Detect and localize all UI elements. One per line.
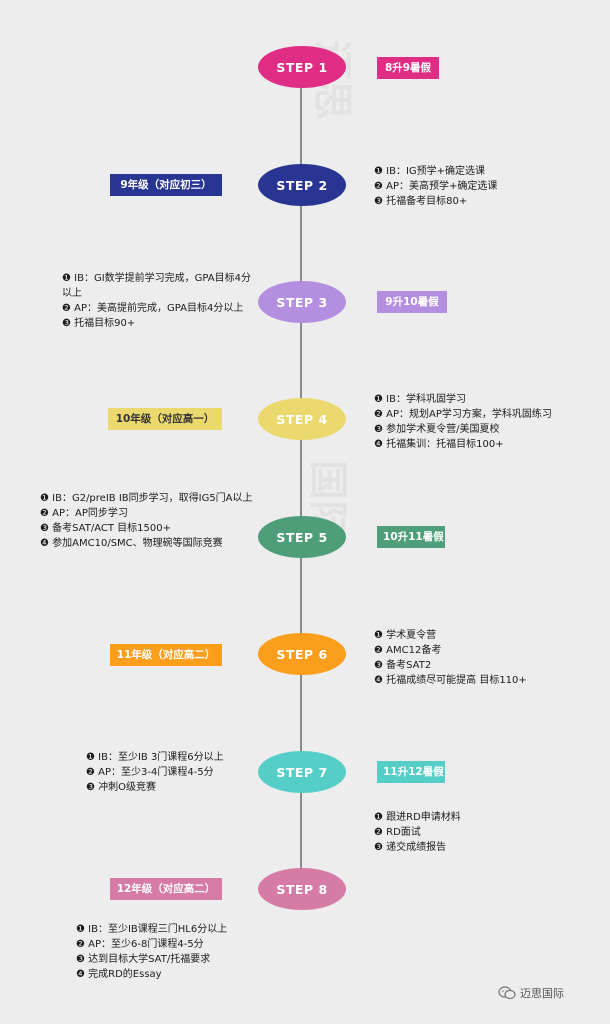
step-5-node: STEP 5 [258,516,346,558]
note-line: ❶ IB：至少IB 3门课程6分以上 [86,752,224,763]
wechat-icon [498,986,516,1000]
brand-name: 迈思国际 [520,987,564,1000]
period-tag-1: 8升9暑假 [377,57,439,79]
step-8-node: STEP 8 [258,868,346,910]
note-line: ❸ 递交成绩报告 [374,842,447,853]
step-4-node: STEP 4 [258,398,346,440]
step-2-node: STEP 2 [258,164,346,206]
note-line: ❸ 备考SAT2 [374,660,432,671]
note-line: ❹ 托福集训：托福目标100+ [374,439,504,450]
step-7-node: STEP 7 [258,751,346,793]
note-line: ❶ IB：学科巩固学习 [374,394,466,405]
period-tag-4: 10年级（对应高一） [108,408,222,430]
note-line: ❶ 学术夏令营 [374,630,437,641]
timeline-spine [300,66,302,888]
period-tag-7: 11升12暑假 [377,761,445,783]
note-line: ❸ 托福目标90+ [62,318,136,329]
note-line: ❶ IB：IG预学+确定选课 [374,166,486,177]
note-line: ❸ 参加学术夏令营/美国夏校 [374,424,500,435]
period-tag-8: 12年级（对应高二） [110,878,222,900]
period-tag-6: 11年级（对应高二） [110,644,222,666]
notes-step-5: ❶ IB：G2/preIB IB同步学习，取得IG5门A以上 ❷ AP：AP同步… [40,491,262,551]
note-line: ❸ 备考SAT/ACT 目标1500+ [40,523,171,534]
note-line: ❶ IB：GI数学提前学习完成，GPA目标4分以上 [62,273,251,299]
note-line: ❹ 完成RD的Essay [76,969,162,980]
notes-step-3: ❶ IB：GI数学提前学习完成，GPA目标4分以上 ❷ AP：美高提前完成，GP… [62,271,252,331]
note-line: ❸ 冲刺O级竞赛 [86,782,157,793]
note-line: ❶ IB：G2/preIB IB同步学习，取得IG5门A以上 [40,493,253,504]
note-line: ❷ AMC12备考 [374,645,442,656]
note-line: ❶ 跟进RD申请材料 [374,812,461,823]
period-tag-3: 9升10暑假 [377,291,447,313]
step-6-node: STEP 6 [258,633,346,675]
period-tag-5: 10升11暑假 [377,526,445,548]
notes-step-7-summer: ❶ 跟进RD申请材料 ❷ RD面试 ❸ 递交成绩报告 [374,810,461,855]
note-line: ❷ AP：规划AP学习方案，学科巩固练习 [374,409,552,420]
notes-step-8: ❶ IB：至少IB课程三门HL6分以上 ❷ AP：至少6-8门课程4-5分 ❸ … [76,922,227,982]
notes-step-7: ❶ IB：至少IB 3门课程6分以上 ❷ AP：至少3-4门课程4-5分 ❸ 冲… [86,750,224,795]
notes-step-4: ❶ IB：学科巩固学习 ❷ AP：规划AP学习方案，学科巩固练习 ❸ 参加学术夏… [374,392,552,452]
note-line: ❷ AP：美高预学+确定选课 [374,181,498,192]
notes-step-2: ❶ IB：IG预学+确定选课 ❷ AP：美高预学+确定选课 ❸ 托福备考目标80… [374,164,497,209]
note-line: ❶ IB：至少IB课程三门HL6分以上 [76,924,228,935]
note-line: ❸ 托福备考目标80+ [374,196,468,207]
note-line: ❷ AP：美高提前完成，GPA目标4分以上 [62,303,244,314]
note-line: ❸ 达到目标大学SAT/托福要求 [76,954,211,965]
note-line: ❷ AP：AP同步学习 [40,508,128,519]
note-line: ❷ AP：至少6-8门课程4-5分 [76,939,204,950]
period-tag-2: 9年级（对应初三） [110,174,222,196]
step-3-node: STEP 3 [258,281,346,323]
note-line: ❷ AP：至少3-4门课程4-5分 [86,767,214,778]
notes-step-6: ❶ 学术夏令营 ❷ AMC12备考 ❸ 备考SAT2 ❹ 托福成绩尽可能提高 目… [374,628,527,688]
note-line: ❹ 参加AMC10/SMC、物理碗等国际竞赛 [40,538,223,549]
step-1-node: STEP 1 [258,46,346,88]
brand-logo: 迈思国际 [498,985,564,1001]
note-line: ❷ RD面试 [374,827,421,838]
note-line: ❹ 托福成绩尽可能提高 目标110+ [374,675,527,686]
